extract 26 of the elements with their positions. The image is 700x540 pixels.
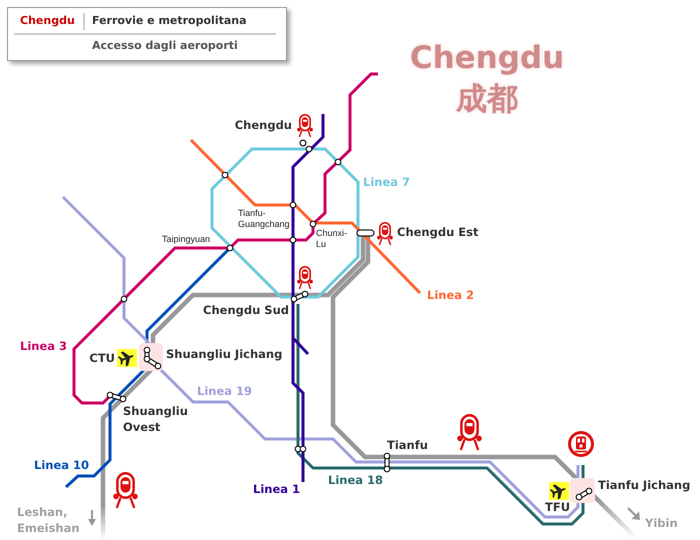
destination-label: Leshan, Emeishan	[17, 504, 81, 536]
station-label: Tianfu-Guangchang	[238, 208, 290, 230]
line-label: Linea 7	[363, 175, 410, 189]
line-label: Linea 18	[328, 473, 384, 487]
line-label: Linea 1	[253, 482, 300, 496]
line-label: Linea 3	[20, 339, 68, 353]
map-title: Chengdu 成都	[408, 39, 566, 119]
station-label: Chengdu	[234, 118, 292, 132]
airport-code: CTU	[89, 351, 115, 365]
header-box	[7, 7, 287, 61]
station-label: Chengdu Est	[397, 225, 478, 239]
station-label: Taipingyuan	[162, 234, 210, 245]
station-label: Shuangliu Ovest	[123, 403, 189, 435]
line-label: Linea 2	[427, 288, 474, 302]
station-label: Tianfu Jichang	[598, 478, 690, 492]
line-label: Linea 19	[197, 384, 252, 398]
header-text: Ferrovie e metropolitana	[92, 14, 247, 28]
airport-code: TFU	[545, 500, 570, 514]
destination-label: Yibin	[645, 515, 678, 531]
line-label: Linea 10	[34, 458, 90, 472]
station-label: Chengdu Sud	[203, 303, 289, 317]
header-link: Accesso dagli aeroporti	[92, 39, 238, 53]
header-title: Chengdu	[20, 14, 75, 28]
station-label: Shuangliu Jichang	[166, 347, 282, 361]
station-label: Tianfu	[387, 438, 428, 452]
station-label: Chunxi-Lu	[316, 228, 348, 250]
